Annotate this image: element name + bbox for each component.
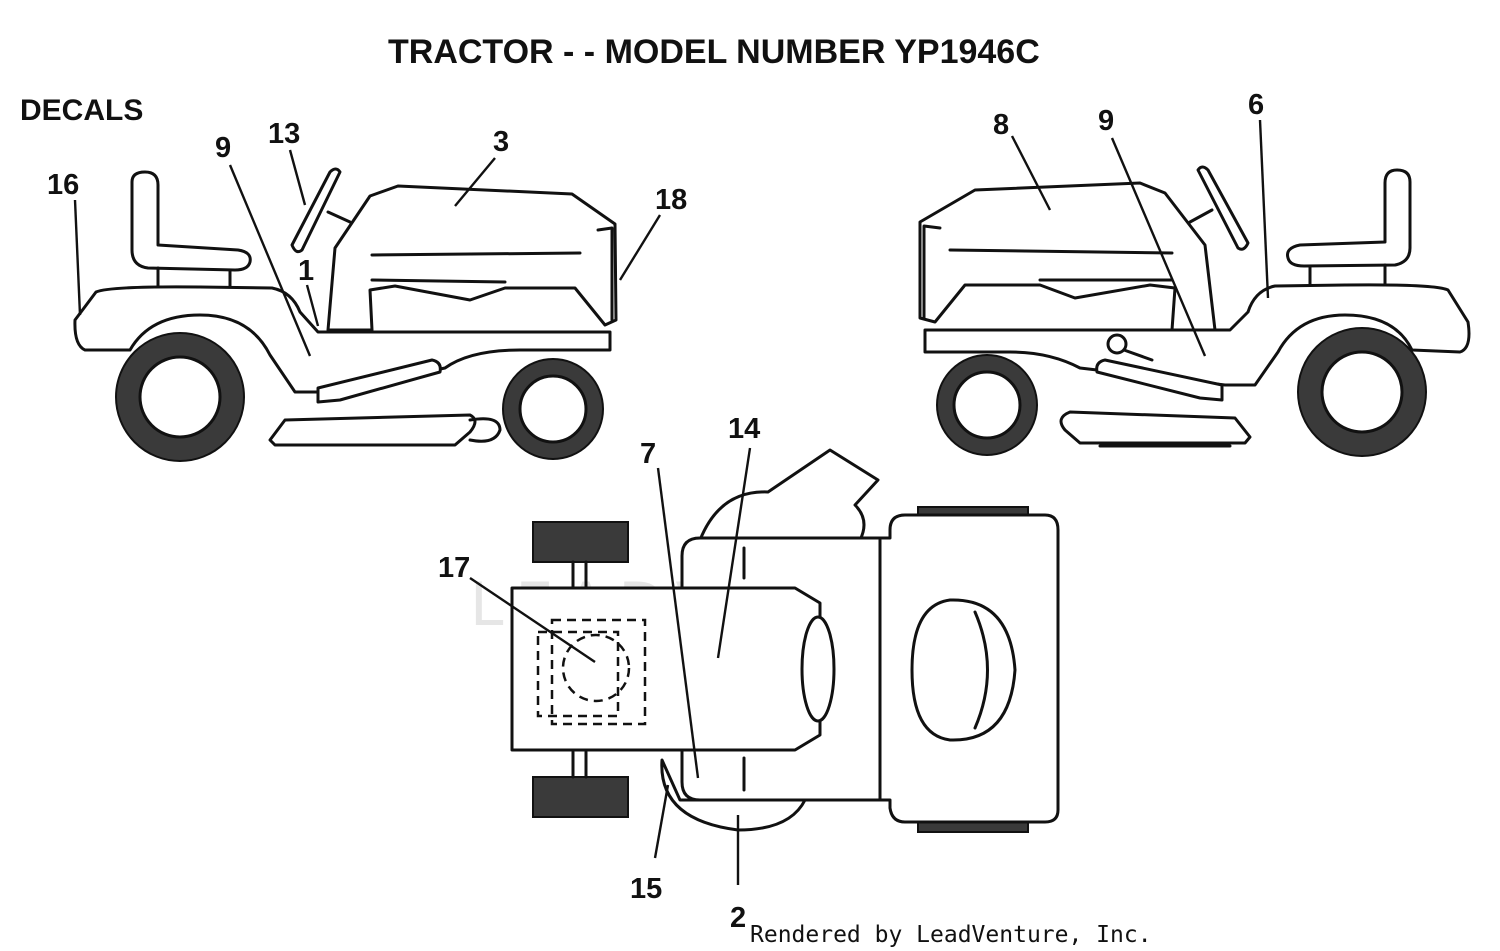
top-decal-outline-back	[536, 630, 620, 718]
left-seat	[130, 170, 252, 272]
left-deck-belt	[468, 417, 502, 443]
left-rear-hub	[138, 355, 222, 439]
callout-13: 13	[268, 118, 300, 150]
left-hood	[326, 184, 618, 332]
top-front-left-tire	[532, 521, 629, 563]
callout-14: 14	[728, 413, 760, 445]
left-front-hub	[518, 374, 588, 444]
top-decal-circle	[561, 633, 631, 703]
right-lift-lever-knob	[1106, 333, 1128, 355]
callout-17: 17	[438, 552, 470, 584]
leader-15	[653, 784, 670, 859]
left-hood-details	[370, 226, 614, 322]
callout-8: 8	[993, 109, 1009, 141]
credit-text: Rendered by LeadVenture, Inc.	[750, 922, 1152, 948]
top-hood	[510, 586, 822, 752]
leader-3	[454, 157, 496, 207]
callout-7: 7	[640, 438, 656, 470]
right-footrest	[1095, 358, 1224, 402]
right-steering-column	[1188, 208, 1214, 224]
tractor-right-side-view: 8 9 6	[918, 89, 1471, 457]
leader-17	[469, 577, 596, 663]
right-seat	[1286, 168, 1412, 268]
top-seat-back	[973, 610, 989, 730]
left-mower-deck	[268, 413, 477, 447]
callout-1: 1	[298, 255, 314, 287]
leader-7	[656, 467, 700, 779]
callout-9-right: 9	[1098, 105, 1114, 137]
leader-9-right	[1110, 137, 1207, 357]
right-hood	[918, 181, 1217, 332]
right-seat-post	[1308, 263, 1387, 289]
callout-2: 2	[730, 902, 746, 934]
callout-18: 18	[655, 184, 687, 216]
tractor-top-view: 17 7 14 15 2	[438, 413, 1060, 934]
callout-6: 6	[1248, 89, 1264, 121]
top-discharge-chute	[698, 448, 880, 542]
right-mower-deck	[1059, 410, 1252, 445]
leader-8	[1010, 135, 1052, 211]
leader-18	[618, 214, 662, 281]
section-label: DECALS	[20, 94, 143, 127]
diagram-title: TRACTOR - - MODEL NUMBER YP1946C	[388, 33, 1040, 71]
left-fender-body	[73, 285, 612, 394]
top-front-axle	[571, 560, 588, 779]
callout-16: 16	[47, 169, 79, 201]
leader-9-left	[228, 164, 312, 357]
right-steering-wheel	[1196, 165, 1250, 251]
leader-13	[288, 149, 307, 206]
right-rear-hub	[1320, 350, 1404, 434]
left-footrest	[316, 358, 442, 404]
leader-6	[1258, 119, 1270, 299]
right-hood-details	[922, 224, 1174, 320]
leader-16	[73, 199, 82, 316]
left-steering-column	[326, 210, 352, 224]
right-front-hub	[952, 370, 1022, 440]
leader-1	[305, 284, 320, 327]
top-decal-outline-front	[550, 618, 647, 726]
callout-15: 15	[630, 873, 662, 905]
callout-9-left: 9	[215, 132, 231, 164]
top-seat	[910, 598, 1017, 742]
tractor-left-side-view: 16 9 13 1 3 18	[47, 118, 687, 462]
left-steering-wheel	[290, 167, 342, 254]
callout-3: 3	[493, 126, 509, 158]
top-front-right-tire	[532, 776, 629, 818]
leader-14	[716, 447, 752, 659]
top-steering-wheel	[800, 615, 836, 723]
right-lift-lever	[1122, 348, 1154, 362]
